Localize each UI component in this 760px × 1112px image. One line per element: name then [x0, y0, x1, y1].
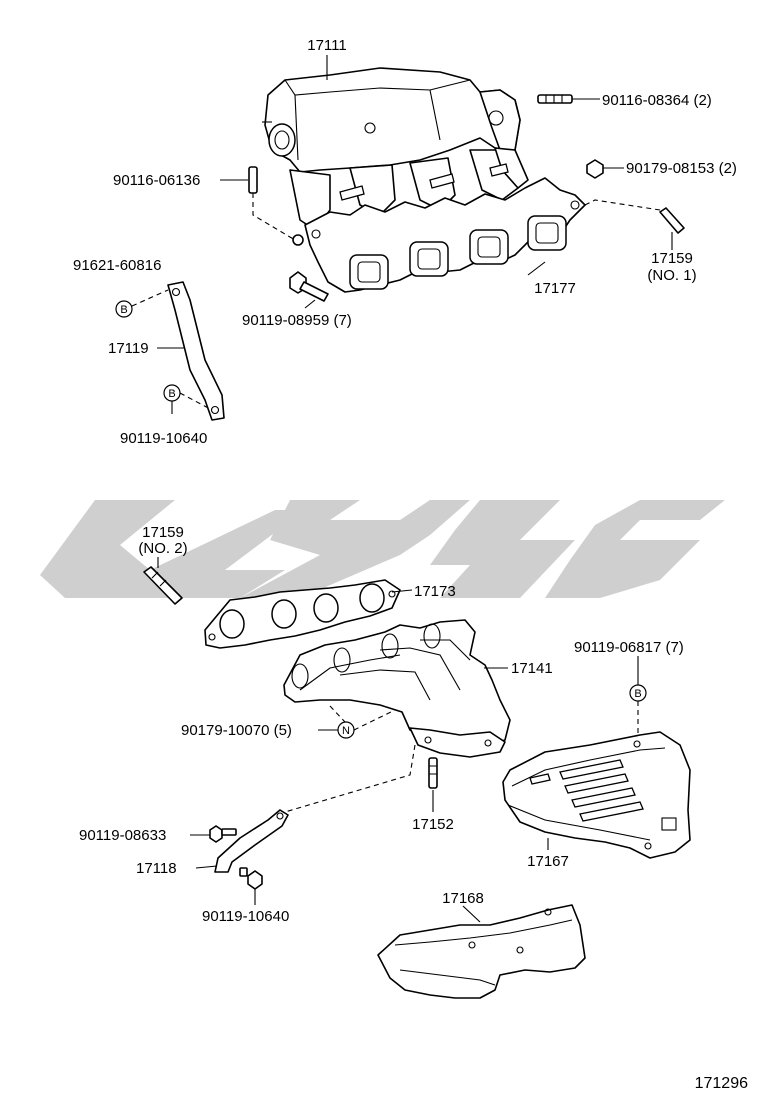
stud-90116-08364[interactable]: [537, 94, 573, 104]
bolt-90119-08633[interactable]: [209, 825, 237, 843]
stud-17152[interactable]: [428, 757, 438, 789]
label-90119-06817: 90119-06817 (7): [574, 639, 684, 656]
label-17159-no1-part: 17159: [651, 250, 693, 267]
stud-17159-no1[interactable]: [659, 207, 685, 234]
label-17159-no2-part: 17159: [142, 524, 184, 541]
label-17152: 17152: [412, 816, 454, 833]
label-91621-60816: 91621-60816: [73, 257, 161, 274]
svg-text:B: B: [120, 304, 127, 316]
label-17173: 17173: [414, 583, 456, 600]
intake-manifold[interactable]: [262, 67, 586, 293]
label-90119-10640-top: 90119-10640: [120, 430, 207, 447]
label-90119-10640-bottom: 90119-10640: [202, 908, 289, 925]
stud-90116-06136[interactable]: [248, 166, 258, 194]
exhaust-manifold[interactable]: [283, 619, 511, 758]
label-17167: 17167: [527, 853, 569, 870]
exhaust-manifold-gasket[interactable]: [204, 579, 401, 649]
stud-17159-no2[interactable]: [143, 566, 183, 605]
part-labels: 17111 90116-08364 (2) 90116-06136 90179-…: [73, 37, 748, 1092]
nut-90179-08153[interactable]: [586, 159, 604, 179]
label-17159-no2-tag: (NO. 2): [138, 540, 187, 557]
bolt-90119-10640-top-badge[interactable]: B: [163, 384, 181, 402]
label-17118: 17118: [136, 860, 177, 877]
label-90179-08153: 90179-08153 (2): [626, 160, 737, 177]
bolt-90119-06817-badge[interactable]: B: [629, 684, 647, 702]
manifold-stay[interactable]: [167, 281, 225, 421]
svg-text:N: N: [342, 725, 350, 737]
label-17159-no1-tag: (NO. 1): [647, 267, 696, 284]
svg-text:B: B: [168, 388, 175, 400]
label-90119-08633: 90119-08633: [79, 827, 166, 844]
label-17119: 17119: [108, 340, 149, 357]
label-90116-08364: 90116-08364 (2): [602, 92, 712, 109]
exhaust-leader-lines: [157, 557, 639, 923]
label-17168: 17168: [442, 890, 484, 907]
label-90116-06136: 90116-06136: [113, 172, 200, 189]
label-90179-10070: 90179-10070 (5): [181, 722, 292, 739]
bolt-90119-10640-bottom[interactable]: [239, 867, 263, 890]
bolt-90119-08959[interactable]: [289, 271, 329, 302]
diagram-id: 171296: [695, 1075, 748, 1092]
intake-leader-lines: [131, 55, 673, 414]
heat-insulator-17168[interactable]: [377, 904, 586, 999]
intake-washer: [292, 234, 304, 246]
bracket-17118[interactable]: [214, 809, 289, 873]
intake-manifold-gasket[interactable]: [349, 215, 567, 290]
label-17177: 17177: [534, 280, 576, 297]
label-90119-08959: 90119-08959 (7): [242, 312, 352, 329]
label-17111: 17111: [307, 37, 347, 54]
watermark-logo: [40, 500, 725, 598]
nut-91621-60816[interactable]: B: [115, 300, 133, 318]
svg-text:B: B: [634, 688, 641, 700]
nut-90179-10070-badge[interactable]: N: [337, 721, 355, 739]
heat-insulator-17167[interactable]: [502, 731, 691, 859]
label-17141: 17141: [511, 660, 553, 677]
